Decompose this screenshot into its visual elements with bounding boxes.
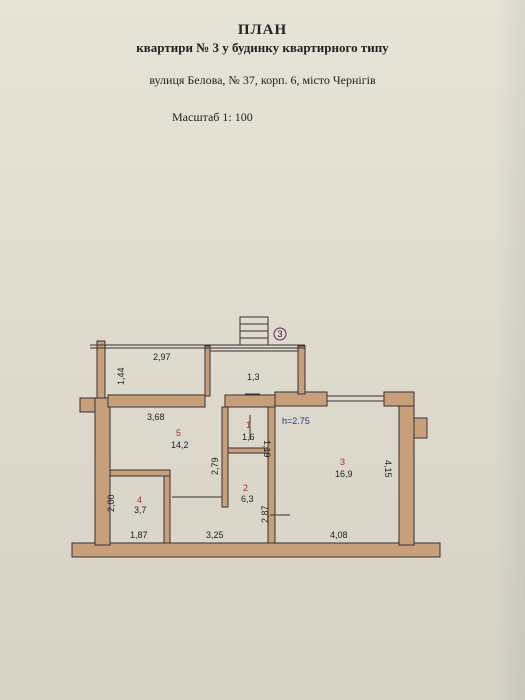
room-1-number: 1 xyxy=(246,420,251,430)
dim-room3-width: 4,08 xyxy=(330,530,348,540)
wall-fills xyxy=(71,340,441,558)
dim-balcony-width: 2,97 xyxy=(153,352,171,362)
dim-balcony-depth: 1,44 xyxy=(116,367,126,385)
room-5-number: 5 xyxy=(176,428,181,438)
room-balcony-area: 1,3 xyxy=(247,372,260,382)
room-2-number: 2 xyxy=(243,483,248,493)
ceiling-height: h=2.75 xyxy=(282,416,310,426)
dim-hall-depth: 2,87 xyxy=(260,505,270,523)
dim-storage-depth: 1,87 xyxy=(130,530,148,540)
thin-lines xyxy=(90,316,384,516)
room-3-number: 3 xyxy=(340,457,345,467)
room-5-area: 14,2 xyxy=(171,440,189,450)
scale-label: Масштаб 1: 100 xyxy=(172,110,253,124)
stair-marker-number: 3 xyxy=(277,329,282,339)
dim-hall-width: 3,25 xyxy=(206,530,224,540)
dim-room3-depth: 4,15 xyxy=(383,460,393,478)
dim-living-width: 3,68 xyxy=(147,412,165,422)
dim-living-depth: 2,79 xyxy=(210,457,220,475)
document-subtitle: квартири № 3 у будинку квартирного типу xyxy=(136,40,389,55)
dim-storage-width: 2,00 xyxy=(106,494,116,512)
dim-bath-depth: 1,19 xyxy=(262,440,272,458)
room-2-area: 6,3 xyxy=(241,494,254,504)
document-title: ПЛАН xyxy=(237,22,288,38)
room-4-area: 3,7 xyxy=(134,505,147,515)
room-3-area: 16,9 xyxy=(335,469,353,479)
room-4-number: 4 xyxy=(137,495,142,505)
stair-marker: 3 xyxy=(273,327,287,341)
document-address: вулиця Белова, № 37, корп. 6, місто Черн… xyxy=(149,73,376,87)
room-1-area: 1,6 xyxy=(242,432,255,442)
